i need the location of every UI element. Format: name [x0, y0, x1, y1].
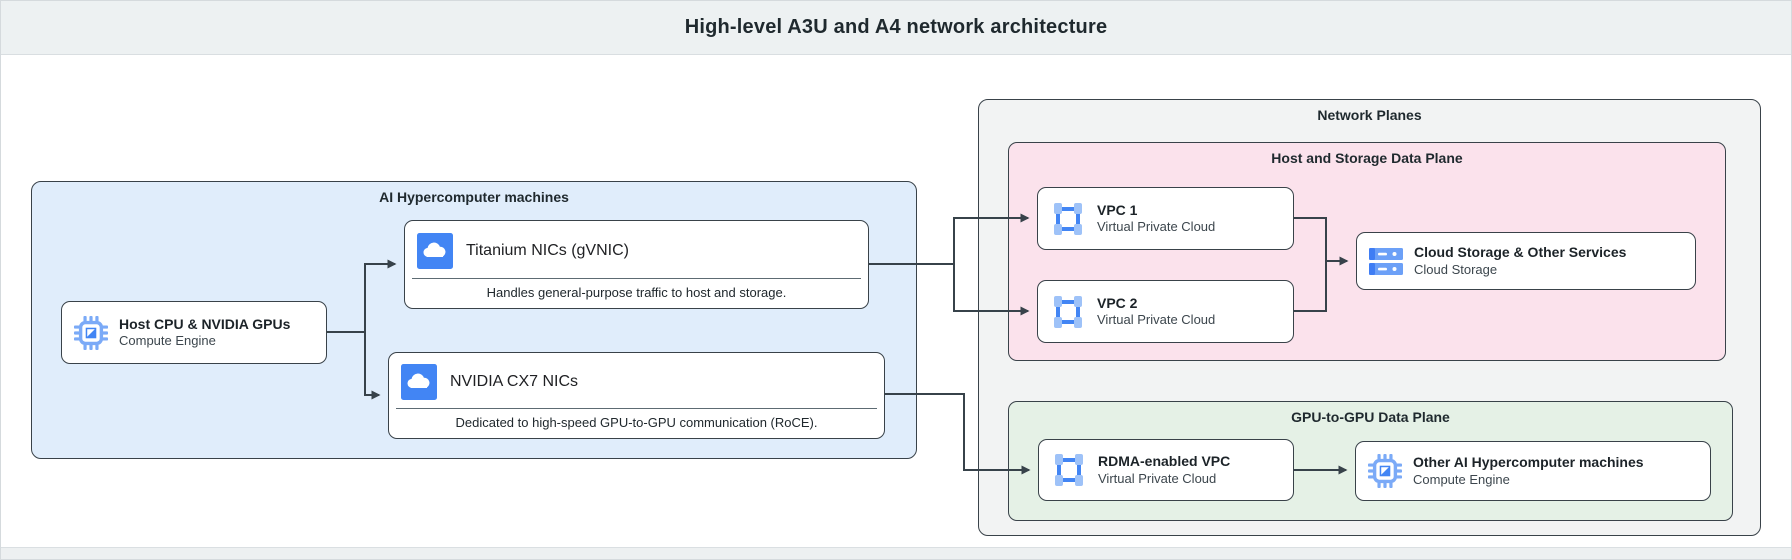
node-cloud-storage: Cloud Storage & Other Services Cloud Sto… [1356, 232, 1696, 290]
node-description: Handles general-purpose traffic to host … [486, 285, 787, 300]
compute-engine-chip-icon [1368, 454, 1402, 488]
node-title: VPC 2 [1097, 294, 1138, 311]
vpc-icon [1050, 295, 1086, 329]
group-label: GPU-to-GPU Data Plane [1291, 409, 1450, 425]
title-bar: High-level A3U and A4 network architectu… [1, 1, 1791, 55]
node-rdma-enabled-vpc: RDMA-enabled VPC Virtual Private Cloud [1038, 439, 1294, 501]
node-subtitle: Virtual Private Cloud [1098, 470, 1217, 486]
cloud-storage-icon [1369, 247, 1403, 275]
node-subtitle: Cloud Storage [1414, 261, 1498, 277]
group-label: Host and Storage Data Plane [1271, 150, 1463, 166]
vpc-icon [1050, 202, 1086, 236]
node-title: Other AI Hypercomputer machines [1413, 454, 1644, 471]
node-vpc-1: VPC 1 Virtual Private Cloud [1037, 187, 1294, 250]
node-subtitle: Compute Engine [1413, 471, 1510, 487]
node-title: VPC 1 [1097, 201, 1138, 218]
node-subtitle: Compute Engine [119, 333, 216, 349]
node-vpc-2: VPC 2 Virtual Private Cloud [1037, 280, 1294, 343]
node-subtitle: Virtual Private Cloud [1097, 312, 1216, 328]
node-titanium-nics: Titanium NICs (gVNIC) Handles general-pu… [404, 220, 869, 309]
page-title: High-level A3U and A4 network architectu… [684, 16, 1108, 38]
node-other-ai-hypercomputer-machines: Other AI Hypercomputer machines Compute … [1355, 441, 1711, 501]
node-description: Dedicated to high-speed GPU-to-GPU commu… [455, 415, 818, 430]
node-title: Cloud Storage & Other Services [1414, 244, 1627, 261]
cloud-icon [401, 363, 437, 400]
node-title: RDMA-enabled VPC [1098, 453, 1231, 470]
group-label: AI Hypercomputer machines [379, 189, 569, 205]
node-title: NVIDIA CX7 NICs [450, 372, 579, 390]
page-bottom-edge [1, 547, 1791, 559]
vpc-icon [1051, 453, 1087, 487]
divider [412, 278, 861, 279]
node-title: Titanium NICs (gVNIC) [466, 241, 629, 259]
divider [396, 408, 877, 409]
group-label: Network Planes [1317, 107, 1422, 123]
compute-engine-chip-icon [74, 315, 108, 350]
node-title: Host CPU & NVIDIA GPUs [119, 315, 291, 332]
cloud-icon [417, 232, 453, 269]
node-subtitle: Virtual Private Cloud [1097, 219, 1216, 235]
node-host-cpu: Host CPU & NVIDIA GPUs Compute Engine [61, 301, 327, 364]
node-nvidia-cx7-nics: NVIDIA CX7 NICs Dedicated to high-speed … [388, 352, 885, 439]
